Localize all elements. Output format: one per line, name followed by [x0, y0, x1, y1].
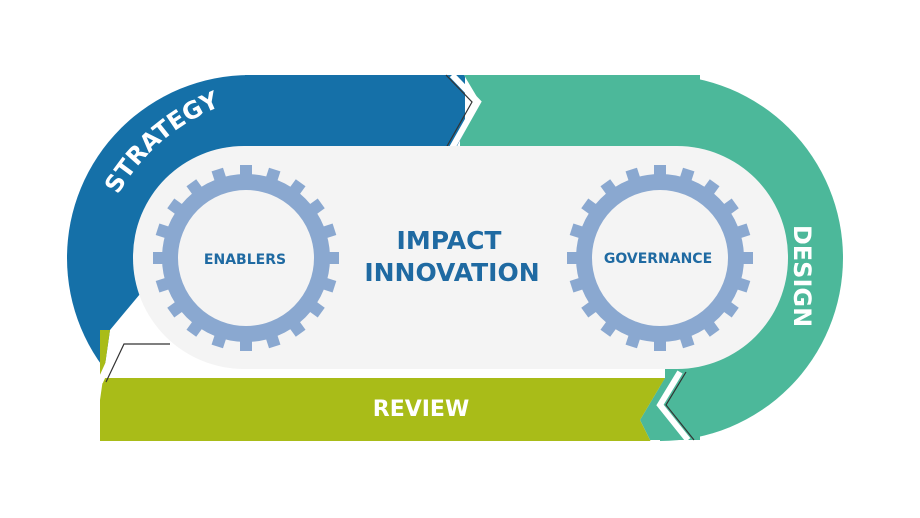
center-title-line2: INNOVATION: [364, 258, 539, 287]
design-label: DESIGN: [788, 225, 816, 327]
enablers-gear: [153, 165, 339, 351]
enablers-label: ENABLERS: [204, 252, 286, 268]
governance-label: GOVERNANCE: [604, 251, 712, 267]
center-title-line1: IMPACT: [397, 226, 502, 255]
gear-ring: [576, 174, 744, 342]
separator-review-strategy: [97, 335, 170, 384]
review-label: REVIEW: [373, 397, 469, 422]
gear-ring: [162, 174, 330, 342]
separator-strategy-design: [449, 72, 482, 150]
governance-gear: [567, 165, 753, 351]
separator-design-review: [656, 370, 691, 442]
